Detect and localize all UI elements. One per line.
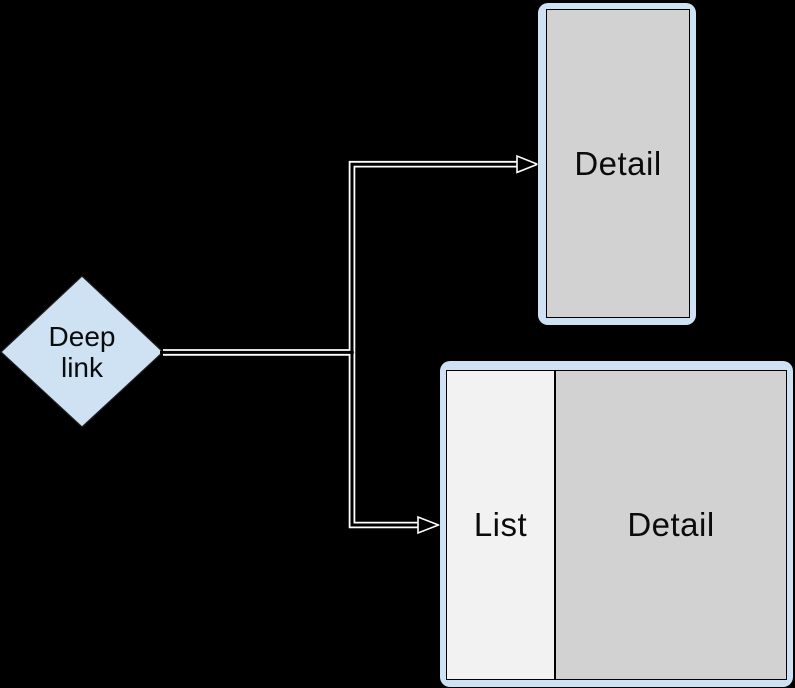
detail-pane: Detail	[556, 371, 786, 679]
connector-core-group	[160, 162, 519, 527]
detail-screen-node: Detail	[538, 3, 696, 325]
connector-top-branch-core	[350, 162, 519, 354]
deep-link-label-line2: link	[60, 352, 103, 383]
deep-link-diamond-shape	[0, 275, 164, 428]
detail-screen-body: Detail	[546, 9, 690, 318]
list-detail-screen-body: List Detail	[446, 370, 787, 680]
deep-link-label-line1: Deep	[48, 321, 116, 352]
connector-bottom-branch-core	[350, 350, 420, 527]
detail-pane-label: Detail	[627, 506, 715, 543]
arrowhead-to-detail-screen	[516, 154, 540, 174]
deep-link-node-label: Deep link	[22, 314, 142, 390]
connector-top-branch-casing	[348, 160, 518, 353]
arrowhead-to-list-detail-screen	[417, 515, 441, 535]
detail-screen-label: Detail	[574, 144, 662, 182]
list-pane: List	[447, 371, 556, 679]
list-pane-label: List	[473, 506, 528, 543]
connector-bottom-branch-casing	[348, 352, 419, 529]
list-detail-screen-node: List Detail	[440, 361, 793, 687]
